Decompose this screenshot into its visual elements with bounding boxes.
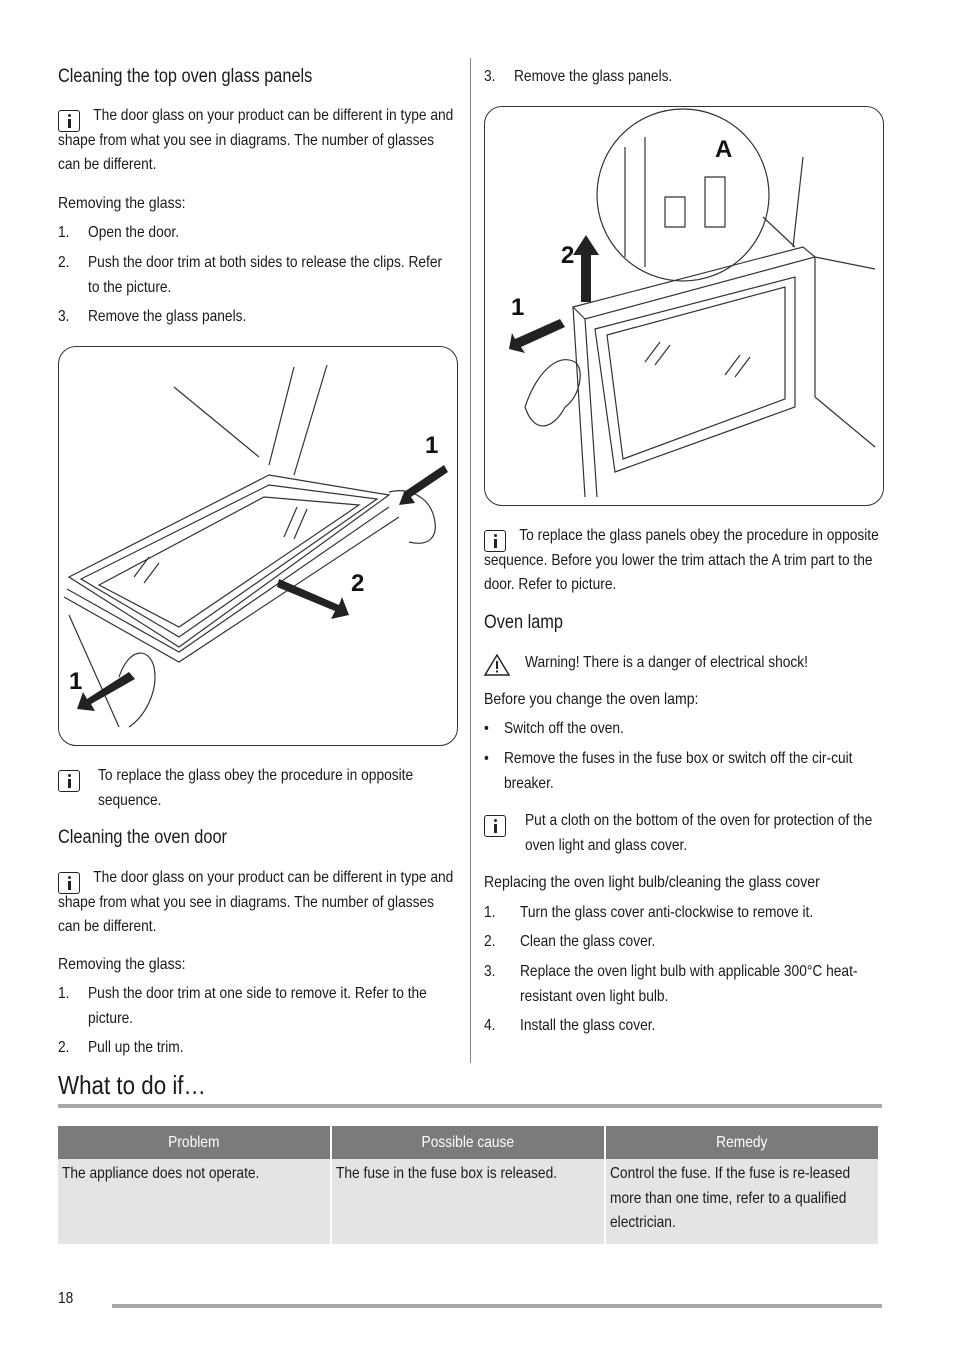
before-change-heading: Before you change the oven lamp: xyxy=(484,691,699,708)
top-glass-note-text: The door glass on your product can be di… xyxy=(58,107,454,173)
warning-text: There is a danger of electrical shock! xyxy=(579,654,808,671)
bullet-text: Remove the fuses in the fuse box or swit… xyxy=(504,750,853,792)
warning-label: Warning! xyxy=(525,654,580,671)
warning-line: Warning! There is a danger of electrical… xyxy=(525,651,885,676)
step-number: 3. xyxy=(58,308,70,325)
door-trim-illustration: A 2 1 xyxy=(509,108,876,498)
info-icon xyxy=(484,815,506,837)
info-icon xyxy=(58,110,80,132)
step-text: Remove the glass panels. xyxy=(88,308,247,325)
bullet-icon: • xyxy=(484,720,489,737)
info-icon xyxy=(58,872,80,894)
step-text: Clean the glass cover. xyxy=(520,933,656,950)
step-number: 1. xyxy=(58,224,70,241)
bullet-text: Switch off the oven. xyxy=(504,720,624,737)
door-trim-figure: A 2 1 xyxy=(484,106,884,506)
page-number: 18 xyxy=(58,1290,74,1307)
section-divider xyxy=(58,1104,882,1108)
top-glass-after-note: To replace the glass obey the procedure … xyxy=(98,764,458,813)
door-note-text: The door glass on your product can be di… xyxy=(58,869,454,935)
troubleshoot-title: What to do if… xyxy=(58,1070,206,1100)
arrow-icon xyxy=(277,579,349,619)
arrow-icon xyxy=(399,465,448,505)
door-subheading: Removing the glass: xyxy=(58,956,186,973)
step-number: 1. xyxy=(484,904,496,921)
step-number: 3. xyxy=(484,68,496,85)
step-number: 3. xyxy=(484,963,496,980)
figure-label: 2 xyxy=(351,570,364,597)
arrow-icon xyxy=(509,319,565,353)
figure-label: 1 xyxy=(511,294,524,321)
info-icon xyxy=(58,770,80,792)
info-icon xyxy=(484,530,506,552)
table-header-row: Problem Possible cause Remedy xyxy=(58,1126,878,1159)
step-number: 2. xyxy=(484,933,496,950)
step-text: Remove the glass panels. xyxy=(514,68,673,85)
footer-rule xyxy=(112,1304,882,1308)
arrow-icon xyxy=(573,235,599,302)
after-note-text: To replace the glass obey the procedure … xyxy=(98,767,414,809)
step-text: Push the door trim at both sides to rele… xyxy=(88,254,443,296)
table-cell: Control the fuse. If the fuse is re-leas… xyxy=(606,1159,878,1244)
top-glass-note: The door glass on your product can be di… xyxy=(58,104,458,178)
step-number: 4. xyxy=(484,1017,496,1034)
top-glass-heading: Cleaning the top oven glass panels xyxy=(58,66,313,87)
column-header-remedy: Remedy xyxy=(606,1126,878,1159)
door-heading: Cleaning the oven door xyxy=(58,827,227,848)
step-number: 2. xyxy=(58,254,70,271)
table-row: The appliance does not operate. The fuse… xyxy=(58,1159,878,1244)
figure-label: A xyxy=(715,136,732,163)
trim-note: To replace the glass panels obey the pro… xyxy=(484,524,884,598)
top-glass-subheading: Removing the glass: xyxy=(58,195,186,212)
column-header-problem: Problem xyxy=(58,1126,330,1159)
cloth-note-text: Put a cloth on the bottom of the oven fo… xyxy=(525,812,873,854)
step-number: 1. xyxy=(58,985,70,1002)
troubleshoot-table: Problem Possible cause Remedy The applia… xyxy=(56,1126,880,1244)
step-text: Replace the oven light bulb with applica… xyxy=(520,963,858,1005)
table-cell: The fuse in the fuse box is released. xyxy=(332,1159,604,1244)
trim-note-text: To replace the glass panels obey the pro… xyxy=(484,527,879,593)
step-text: Turn the glass cover anti-clockwise to r… xyxy=(520,904,814,921)
cloth-note: Put a cloth on the bottom of the oven fo… xyxy=(525,809,885,858)
column-divider xyxy=(470,58,471,1063)
table-cell: The appliance does not operate. xyxy=(58,1159,330,1244)
arrow-icon xyxy=(77,672,135,711)
oven-glass-illustration: 1 2 1 xyxy=(63,364,448,728)
figure-label: 1 xyxy=(69,668,82,695)
step-text: Open the door. xyxy=(88,224,180,241)
step-number: 2. xyxy=(58,1039,70,1056)
step-text: Install the glass cover. xyxy=(520,1017,656,1034)
replace-bulb-heading: Replacing the oven light bulb/cleaning t… xyxy=(484,874,820,891)
step-text: Push the door trim at one side to remove… xyxy=(88,985,427,1027)
door-note: The door glass on your product can be di… xyxy=(58,866,458,940)
column-header-cause: Possible cause xyxy=(332,1126,604,1159)
warning-triangle-icon xyxy=(484,654,510,676)
figure-label: 2 xyxy=(561,242,574,269)
bullet-icon: • xyxy=(484,750,489,767)
figure-label: 1 xyxy=(425,432,438,459)
step-text: Pull up the trim. xyxy=(88,1039,184,1056)
oven-lamp-heading: Oven lamp xyxy=(484,612,564,633)
top-glass-figure: 1 2 1 xyxy=(58,346,458,746)
